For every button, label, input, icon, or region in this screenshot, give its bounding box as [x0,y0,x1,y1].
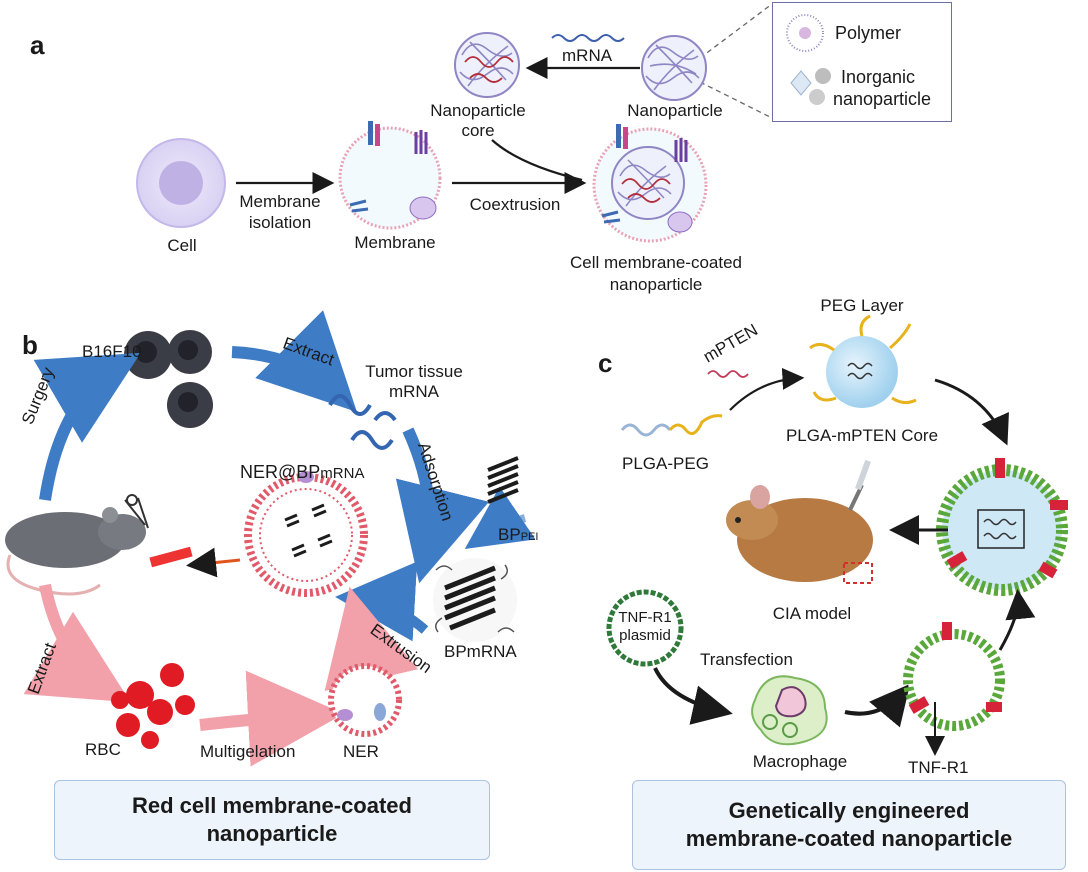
panel-label-c: c [598,348,613,378]
arrow-extract-bottom [23,583,131,703]
ner-bpmrna-icon [244,471,368,597]
arrow-adsorption [395,427,490,584]
arrow-bp-pei [464,486,536,550]
arrow-multigelation [199,670,344,767]
materials-legend: Polymer Inorganic nanoparticle [772,2,952,122]
label-bp-pei-sub: PEI [520,531,539,543]
label-tumor-line1: Tumor tissue [365,362,463,381]
label-coated-line1: Cell membrane-coated [570,253,742,272]
label-ner-bp-sub: mRNA [320,465,365,482]
label-bp-pei: BPPEI [498,525,538,547]
arrow-core-to-coated [934,378,1009,446]
engineered-coated-np-icon [936,458,1068,596]
arrow-vesicle-to-coated [998,589,1036,651]
panel-c [606,314,1068,756]
rbc-cluster-icon [111,663,195,749]
label-cia-model: CIA model [772,604,852,623]
arrow-macrophage-to-np [844,683,911,728]
label-core-line1: Nanoparticle [430,101,526,120]
label-cell: Cell [167,236,197,255]
nanoparticle-core-icon [454,32,520,98]
label-bpmrna: BPmRNA [444,642,517,661]
caption-genetic-line2: membrane-coated nanoparticle [685,826,1013,851]
callout-line-top [699,3,773,59]
legend-inorganic-line1: Inorganic [841,67,916,87]
label-tnf-plasmid-line1: TNF-R1 [618,609,672,626]
plga-mpten-core-icon [809,314,917,408]
polymer-legend-icon [786,14,824,52]
membrane-vesicle-icon [338,121,442,230]
mouse-surgery-icon [5,494,193,596]
label-multigelation: Multigelation [200,742,296,761]
label-plga-peg: PLGA-PEG [622,454,709,473]
inorganic-legend-icon [790,68,831,105]
arrow-plga-to-core [729,367,805,411]
b16f10-cells-icon [124,330,213,428]
panel-label-a: a [30,30,45,60]
cell-icon [136,138,226,228]
caption-red-cell-line1: Red cell membrane-coated [132,793,412,818]
label-tnf-plasmid-line2: plasmid [619,627,671,644]
label-coextrusion: Coextrusion [469,195,561,214]
label-ner: NER [343,742,379,761]
plga-peg-icon [620,423,672,437]
arrow-injection [186,547,241,578]
coated-nanoparticle-icon [592,124,708,243]
label-membrane-isolation-line1: Membrane [239,192,321,211]
label-plga-mpten-core: PLGA-mPTEN Core [785,426,939,445]
tnf-r1-plasmid-icon [606,589,684,667]
bp-pei-icon [487,456,519,504]
label-b16f10: B16F10 [82,342,142,361]
tnf-r1-vesicle-icon [903,622,1005,731]
caption-red-cell: Red cell membrane-coated nanoparticle [54,780,490,860]
label-nanoparticle: Nanoparticle [627,101,723,120]
panel-b [5,310,536,767]
caption-red-cell-line2: nanoparticle [206,821,338,846]
tumor-mrna-icon [328,394,397,450]
label-peg-layer: PEG Layer [820,296,904,315]
label-rbc: RBC [85,740,121,759]
arrow-extrusion [335,561,429,642]
cia-mouse-icon [726,459,873,584]
label-bp-pei-main: BP [498,525,521,544]
nanoparticle-icon [641,35,707,101]
caption-genetically-engineered: Genetically engineered membrane-coated n… [632,780,1066,870]
panel-a [136,3,773,243]
label-ner-bp-main: NER@BP [240,462,321,482]
arrow-extract-top [231,310,357,412]
label-membrane-isolation-line2: isolation [248,213,312,232]
label-macrophage: Macrophage [752,752,848,771]
panel-label-b: b [22,330,38,360]
mpten-strand-icon [707,370,749,378]
label-core-line2: core [461,121,495,140]
legend-polymer: Polymer [835,23,902,43]
label-mrna-a: mRNA [562,46,613,65]
arrow-core-to-coextrusion [491,139,583,182]
arrow-surgery [33,352,141,501]
arrow-transfection [653,667,733,725]
legend-inorganic-line2: nanoparticle [833,89,932,109]
label-ner-bp: NER@BPmRNA [240,462,364,484]
mrna-strand-icon [551,34,625,42]
callout-line-bottom [699,81,773,119]
label-tumor-line2: mRNA [388,382,440,401]
label-coated-line2: nanoparticle [609,275,703,294]
label-tnf-r1: TNF-R1 [908,758,969,777]
legend-shapes [786,14,831,105]
bpmrna-icon [433,558,517,642]
macrophage-icon [751,675,828,746]
caption-genetic-line1: Genetically engineered [728,798,970,823]
label-membrane: Membrane [354,233,436,252]
label-transfection: Transfection [700,650,793,669]
plga-peg-yellow-icon [668,414,723,436]
ner-icon [328,663,402,737]
